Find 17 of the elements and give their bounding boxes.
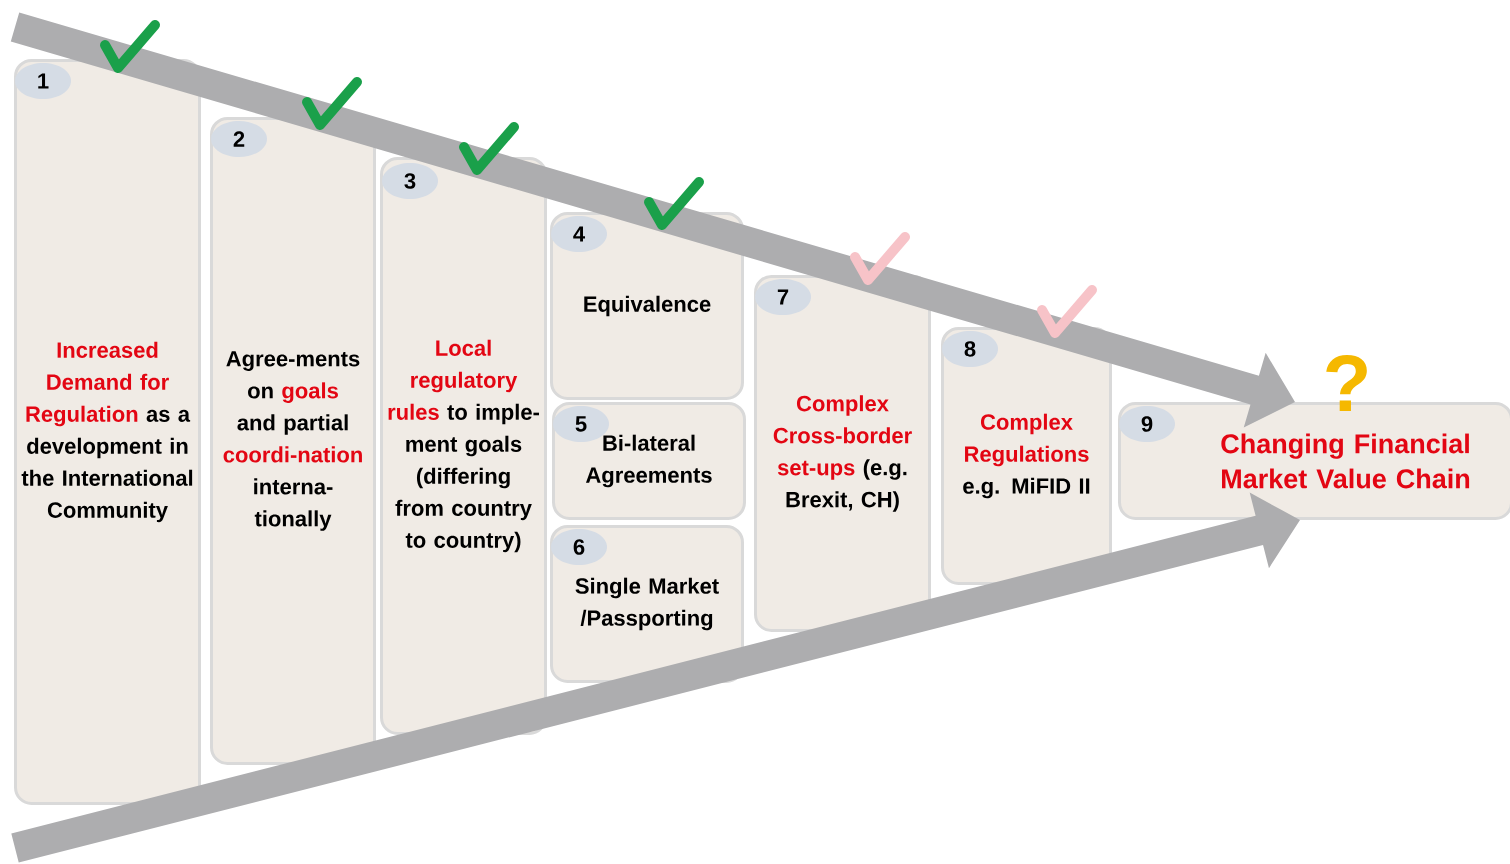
number-badge: 2 <box>211 121 267 157</box>
number-badge: 9 <box>1119 406 1175 442</box>
node-label: interna-tionally <box>254 478 333 531</box>
number-badge: 6 <box>551 529 607 565</box>
number-badge: 8 <box>942 331 998 367</box>
node-label: and partial <box>237 414 348 435</box>
node-label: goals <box>282 382 338 403</box>
node-label: Agree-ments <box>226 351 360 371</box>
funnel-arrow <box>11 492 1300 863</box>
question-mark: ? <box>1326 355 1367 411</box>
number-badge: 7 <box>755 279 811 315</box>
number-badge: 1 <box>15 63 71 99</box>
node-label: on <box>248 386 273 399</box>
number-badge: 3 <box>382 163 438 199</box>
funnel-arrow <box>10 12 1295 428</box>
node-label: coordi-nation <box>223 446 362 463</box>
number-badge: 4 <box>551 216 607 252</box>
